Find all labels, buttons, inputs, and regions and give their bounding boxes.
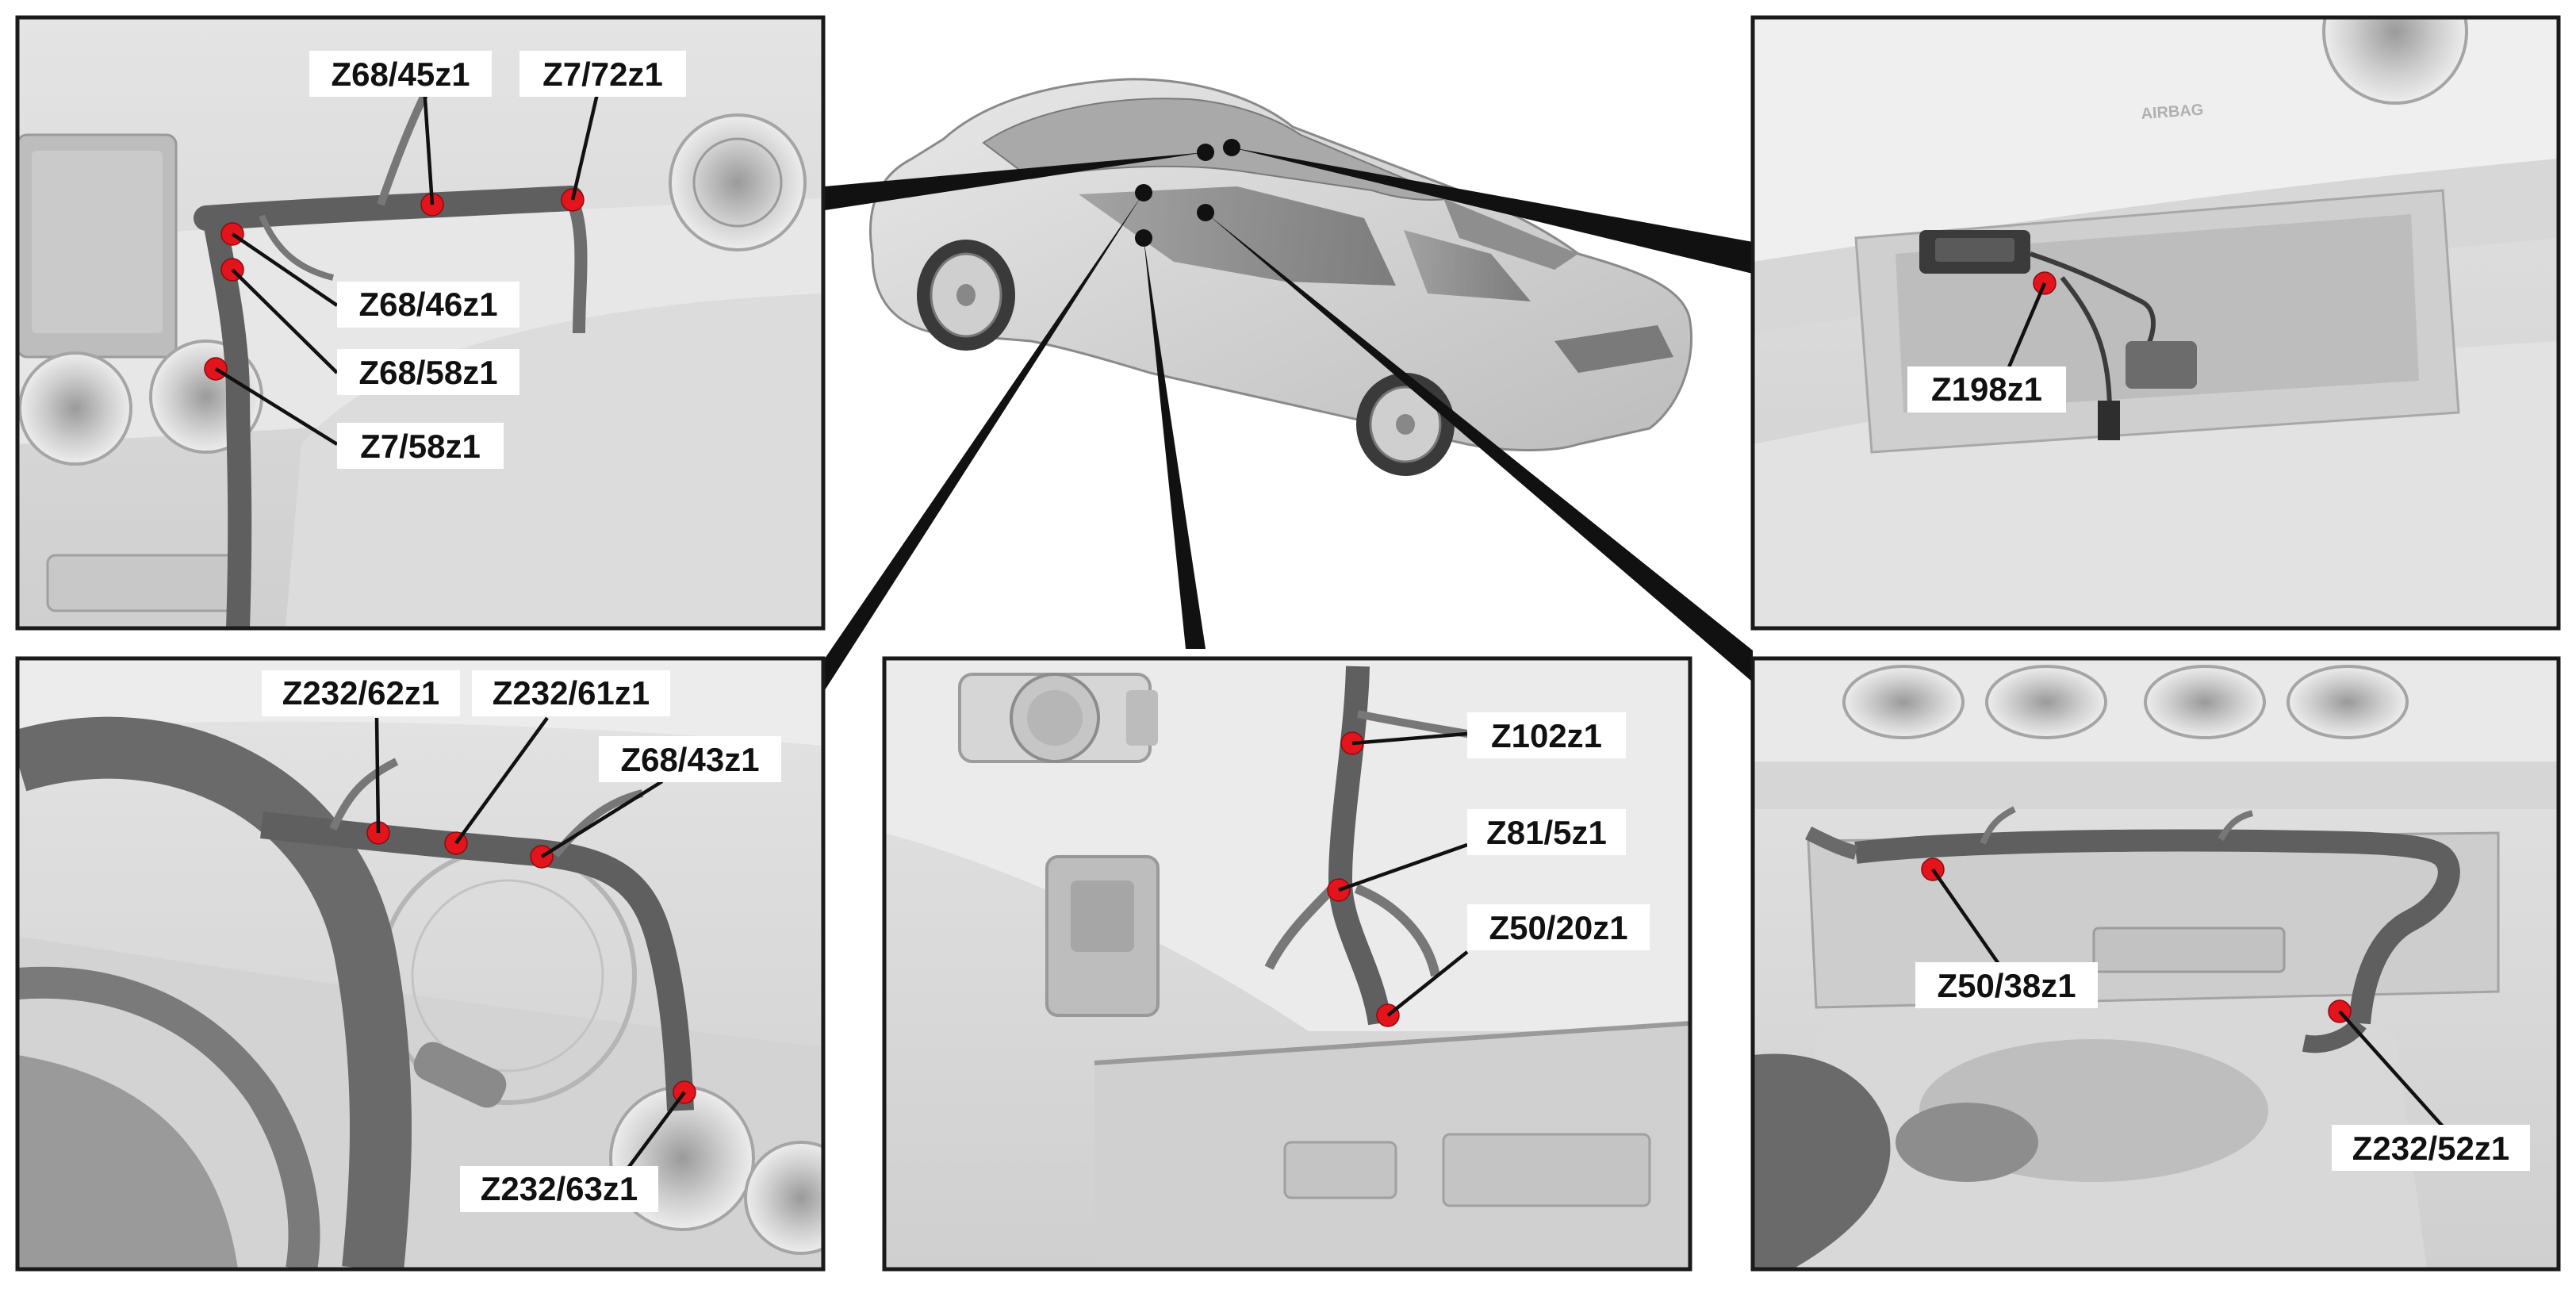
label-z7-72z1: Z7/72z1 <box>542 56 663 93</box>
label-z68-58z1: Z68/58z1 <box>358 354 497 391</box>
label-z68-45z1: Z68/45z1 <box>331 56 470 93</box>
panel-frame <box>15 15 826 631</box>
label-z102z1: Z102z1 <box>1491 717 1602 754</box>
panel-glovebox: AIRBAG Z198z1 <box>1750 15 2561 631</box>
label-z81-5z1: Z81/5z1 <box>1486 814 1607 851</box>
label-z232-63z1: Z232/63z1 <box>481 1170 638 1207</box>
panel-instrument-cluster: Z232/62z1 Z232/61z1 Z68/43z1 Z232/63z1 <box>15 656 826 1272</box>
rear-wheel <box>1356 373 1455 476</box>
panel-frame <box>1750 15 2561 631</box>
label-z198z1: Z198z1 <box>1931 370 2042 408</box>
panel-frame <box>15 656 826 1272</box>
label-z68-46z1: Z68/46z1 <box>358 286 497 323</box>
label-z232-62z1: Z232/62z1 <box>282 674 439 712</box>
panel-center-console: Z50/38z1 Z232/52z1 <box>1750 656 2561 1272</box>
panel-dashboard-left: Z68/45z1 Z7/72z1 Z68/46z1 Z68/58z1 Z7/58… <box>15 15 826 631</box>
label-z50-20z1: Z50/20z1 <box>1489 909 1627 946</box>
label-z68-43z1: Z68/43z1 <box>620 741 759 778</box>
label-z50-38z1: Z50/38z1 <box>1937 967 2076 1004</box>
panel-frame <box>882 656 1692 1272</box>
label-z232-61z1: Z232/61z1 <box>493 674 650 712</box>
embossed-airbag-text: AIRBAG <box>2141 102 2204 123</box>
front-wheel <box>917 240 1015 351</box>
label-z232-52z1: Z232/52z1 <box>2352 1130 2509 1167</box>
label-z7-58z1: Z7/58z1 <box>360 428 481 465</box>
panel-frame <box>1750 656 2561 1272</box>
callout-pointers <box>825 148 1753 690</box>
panel-footwell-left: Z102z1 Z81/5z1 Z50/20z1 <box>882 656 1692 1272</box>
